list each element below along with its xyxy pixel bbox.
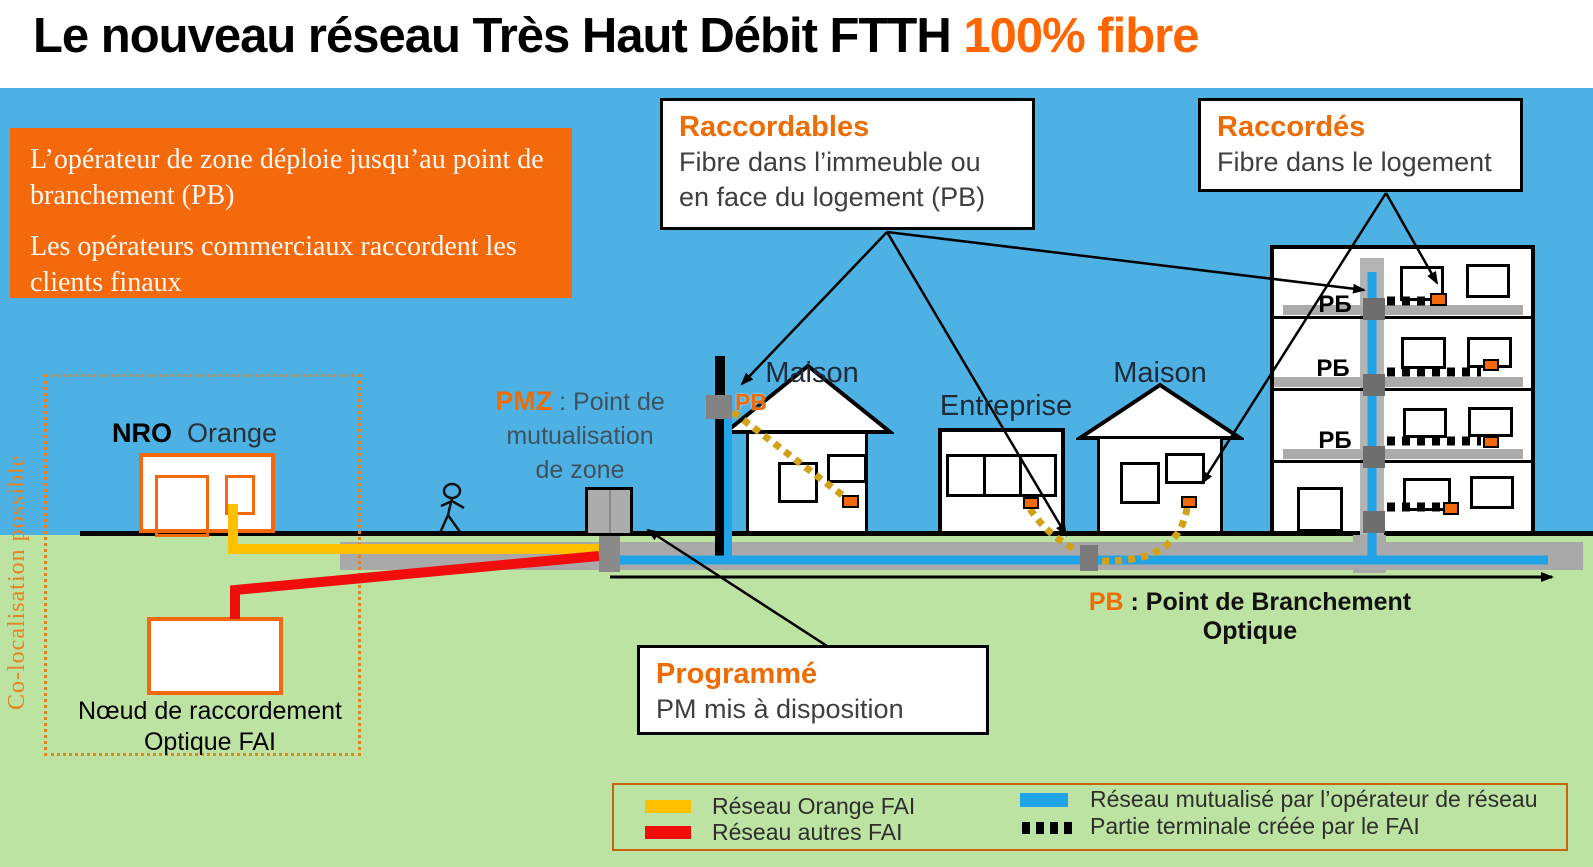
info-box-paragraph-2: Les opérateurs commerciaux raccordent le… [30, 230, 517, 299]
legend-swatch-orange-fai [645, 800, 691, 813]
immeuble-window [1401, 337, 1446, 369]
underground-duct [340, 542, 1583, 570]
riser-pb-box [1363, 298, 1385, 320]
maison2-fiber-terminal [1181, 496, 1197, 508]
maison2-roof [1076, 382, 1244, 440]
immeuble-fiber-terminal [1430, 293, 1447, 306]
entreprise-window-divider [983, 457, 986, 494]
immeuble-window [1468, 407, 1513, 437]
immeuble-fiber-terminal [1443, 502, 1459, 515]
fai-node-label-line2: Optique FAI [143, 728, 277, 757]
programme-title: Programmé [656, 658, 818, 690]
immeuble-window [1403, 408, 1447, 438]
pb-definition-rest: : Point de Branchement Optique [1123, 588, 1412, 645]
title-black: Le nouveau réseau Très Haut Débit FTTH [33, 9, 964, 63]
maison2-label: Maison [1113, 357, 1207, 389]
floor-line [1270, 388, 1535, 391]
immeuble-riser-underground [1353, 535, 1386, 573]
maison2-window-right [1165, 453, 1205, 484]
pmz-rest: : Point de [552, 388, 665, 416]
entreprise-body [938, 428, 1065, 535]
pb-pole-label: PB [735, 389, 767, 415]
maison1-label: Maison [765, 357, 859, 389]
pole [715, 356, 725, 556]
nro-door [155, 475, 209, 537]
pb-pole-box [706, 395, 732, 419]
legend-label-orange-fai: Réseau Orange FAI [712, 793, 916, 819]
title-orange: 100% fibre [963, 9, 1199, 63]
floor-slab [1283, 449, 1523, 459]
maison2-body [1097, 436, 1223, 534]
callout-programme: Programmé PM mis à disposition [637, 645, 989, 735]
raccordes-line1: Fibre dans le logement [1217, 147, 1492, 178]
pmz-line3: de zone [535, 455, 625, 484]
riser-pb-label: РБ [1316, 355, 1350, 382]
entreprise-fiber-terminal [1023, 497, 1039, 509]
riser-pb-box [1363, 374, 1385, 396]
floor-slab [1274, 377, 1523, 387]
pmz-label: PMZ : Point de mutualisation de zone [478, 383, 682, 487]
pmz-cabinet [585, 487, 633, 536]
raccordes-title: Raccordés [1217, 111, 1366, 143]
entreprise-window-band [946, 454, 1057, 497]
raccordables-line1: Fibre dans l’immeuble ou [679, 147, 981, 178]
immeuble-window [1470, 476, 1514, 509]
fai-node-box [147, 617, 283, 695]
legend-label-terminale: Partie terminale créée par le FAI [1090, 813, 1420, 839]
immeuble-door [1297, 487, 1343, 532]
riser-pb-box [1363, 446, 1385, 468]
colocalisation-label: Co-localisation possible [4, 454, 30, 710]
nro-label: NRO Orange [112, 418, 312, 449]
legend-swatch-mutualise [1020, 793, 1068, 807]
floor-slab [1283, 305, 1523, 315]
pb-definition: PB : Point de Branchement Optique [1040, 588, 1460, 646]
legend-label-mutualise: Réseau mutualisé par l’opérateur de rése… [1090, 786, 1538, 812]
fai-node-label-line1: Nœud de raccordement [77, 697, 342, 725]
pmz-line2: mutualisation [506, 421, 654, 450]
riser-pb-label: РБ [1318, 427, 1352, 454]
callout-raccordables: Raccordables Fibre dans l’immeuble ou en… [660, 98, 1035, 230]
maison1-fiber-terminal [842, 495, 859, 508]
immeuble-fiber-terminal [1483, 436, 1499, 448]
pmz-cabinet-door-split [609, 490, 611, 533]
raccordables-title: Raccordables [679, 111, 870, 143]
entreprise-label: Entreprise [939, 390, 1073, 422]
legend [612, 783, 1568, 851]
info-box: L’opérateur de zone déploie jusqu’au poi… [10, 128, 572, 298]
legend-label-autres-fai: Réseau autres FAI [712, 819, 903, 845]
pb-definition-abbr: PB [1088, 588, 1124, 616]
fai-node-label: Nœud de raccordement Optique FAI [55, 696, 365, 759]
nro-building [139, 453, 275, 537]
nro-operator: Orange [187, 418, 278, 448]
immeuble-fiber-terminal [1483, 359, 1499, 371]
maison2-window-left [1120, 462, 1160, 504]
riser-pb-box [1363, 511, 1385, 533]
raccordables-line2: en face du logement (PB) [679, 182, 986, 213]
maison1-window-left [778, 462, 818, 503]
immeuble-window [1466, 264, 1510, 298]
pmz-abbr: PMZ [495, 386, 553, 416]
info-box-paragraph-1: L’opérateur de zone déploie jusqu’au poi… [30, 144, 544, 212]
maison1-window-right [827, 454, 867, 483]
entreprise-window-divider [1019, 457, 1022, 494]
pb-duct-box [1080, 545, 1098, 571]
callout-raccordes: Raccordés Fibre dans le logement [1198, 98, 1523, 192]
riser-pb-label: РБ [1318, 291, 1352, 318]
page-title: Le nouveau réseau Très Haut Débit FTTH 1… [33, 8, 1199, 64]
legend-swatch-autres-fai [645, 826, 691, 839]
floor-line [1270, 316, 1535, 319]
floor-line [1270, 460, 1535, 463]
programme-line1: PM mis à disposition [656, 694, 904, 725]
legend-swatch-terminale [1022, 822, 1072, 834]
nro-abbr: NRO [112, 418, 172, 448]
pmz-underground-column [599, 536, 620, 572]
